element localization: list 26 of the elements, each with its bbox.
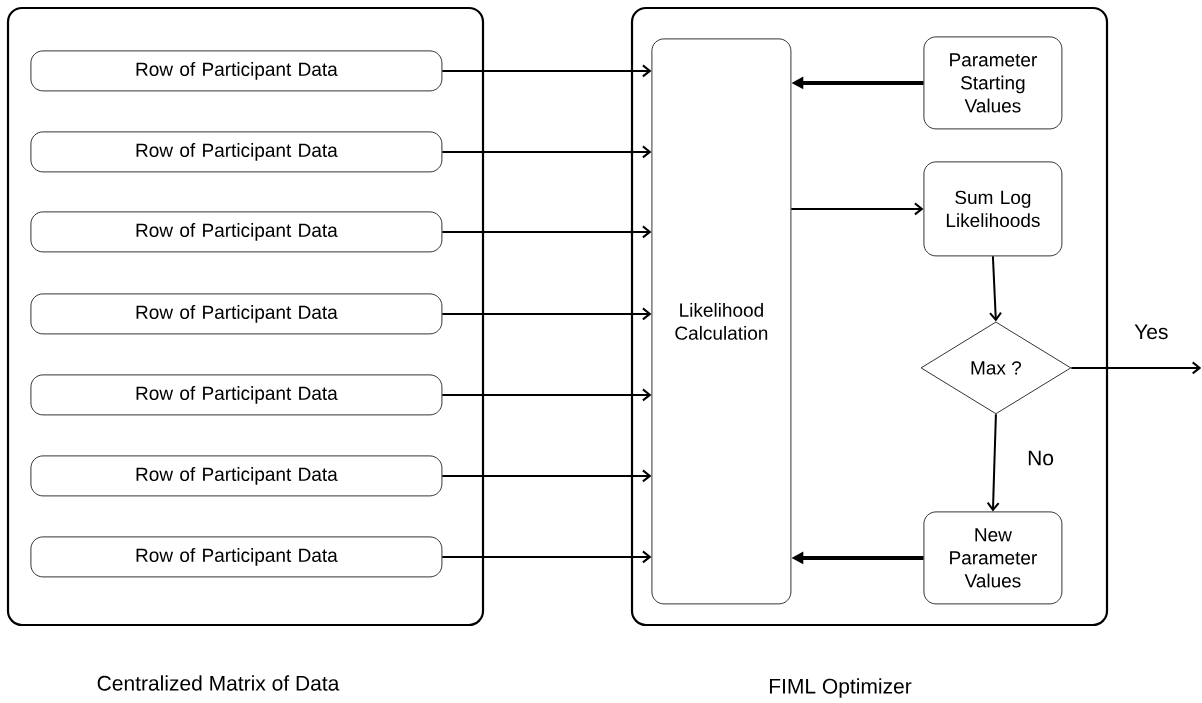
arrow (441, 388, 652, 402)
edge-label: No (1025, 448, 1056, 468)
data-row-box: Row of Participant Data (30, 211, 443, 253)
arrow (441, 469, 652, 483)
data-row-box: Row of Participant Data (30, 374, 443, 416)
arrow (441, 307, 652, 321)
data-row-box: Row of Participant Data (30, 455, 443, 497)
arrow (1070, 361, 1202, 375)
arrow (441, 145, 652, 159)
process-box: Likelihood Calculation (651, 38, 792, 605)
node-label: Centralized Matrix of Data (97, 675, 340, 691)
process-box: Parameter Starting Values (923, 36, 1063, 130)
arrow (441, 64, 652, 78)
node-label: FIML Optimizer (769, 678, 912, 698)
data-row-box: Row of Participant Data (30, 293, 443, 335)
arrow (441, 550, 652, 564)
arrow (986, 413, 1000, 512)
arrow (790, 202, 924, 216)
data-row-box: Row of Participant Data (30, 50, 443, 92)
process-box: Sum Log Likelihoods (923, 161, 1063, 257)
data-row-box: Row of Participant Data (30, 536, 443, 578)
process-box: New Parameter Values (923, 511, 1063, 605)
data-row-box: Row of Participant Data (30, 131, 443, 173)
edge-label: Yes (1132, 322, 1171, 342)
arrow (441, 225, 652, 239)
arrow (989, 255, 1002, 322)
